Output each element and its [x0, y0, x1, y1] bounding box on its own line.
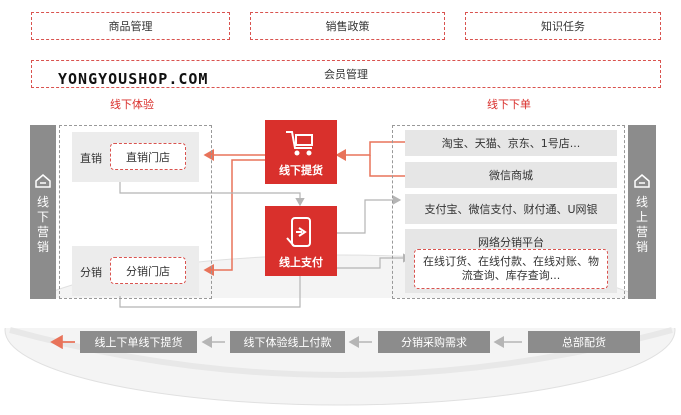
- ecommerce-platforms: 淘宝、天猫、京东、1号店...: [405, 130, 617, 156]
- ecommerce-platforms-label: 淘宝、天猫、京东、1号店...: [441, 137, 581, 150]
- grey-pay-right2: [337, 253, 412, 269]
- offline-order-title: 线下下单: [487, 98, 531, 111]
- online-marketing-bar: 线上营销: [628, 125, 656, 299]
- flow-hq-distribution: 总部配货: [528, 331, 640, 353]
- store-icon-right: [634, 174, 650, 188]
- flow-online-order-offline-pickup: 线上下单线下提货: [80, 331, 197, 353]
- payment-channels: 支付宝、微信支付、财付通、U网银: [405, 194, 617, 224]
- grey-pay-right: [337, 195, 402, 234]
- direct-sales-label: 直销: [80, 152, 102, 165]
- distribution-label: 分销: [80, 266, 102, 279]
- offline-experience-panel: [59, 125, 212, 299]
- distribution-store-box: 分销门店: [110, 257, 186, 284]
- offline-marketing-bar: 线下营销: [30, 125, 56, 299]
- distribution-detail-box: 在线订货、在线付款、在线对账、物流查询、库存查询...: [414, 249, 608, 289]
- offline-order-panel: [392, 125, 625, 299]
- offline-experience-title: 线下体验: [110, 98, 154, 111]
- distribution-store-label: 分销门店: [126, 264, 170, 278]
- watermark-text: YONGYOUSHOP.COM: [58, 70, 209, 88]
- member-management-label: 会员管理: [324, 68, 368, 81]
- flow-hq-distribution-label: 总部配货: [562, 336, 606, 349]
- online-marketing-label: 线上营销: [635, 195, 648, 254]
- direct-store-label: 直销门店: [126, 150, 170, 164]
- online-payment-block: 线上支付: [265, 206, 337, 276]
- flow-offline-experience-online-pay: 线下体验线上付款: [230, 331, 345, 353]
- store-icon: [35, 174, 51, 188]
- phone-payment-icon: [286, 217, 311, 247]
- wechat-mall-label: 微信商城: [489, 169, 533, 182]
- distribution-block: 分销 分销门店: [72, 246, 199, 296]
- knowledge-task-label: 知识任务: [541, 20, 585, 33]
- offline-marketing-label: 线下营销: [36, 195, 49, 254]
- product-management-label: 商品管理: [108, 20, 153, 33]
- flow-distribution-demand: 分销采购需求: [378, 331, 490, 353]
- sales-policy-label: 销售政策: [325, 20, 370, 33]
- offline-pickup-block: 线下提货: [265, 120, 337, 184]
- sales-policy-box: 销售政策: [250, 12, 445, 40]
- arrow-wechat-pickup: [369, 155, 405, 177]
- payment-channels-label: 支付宝、微信支付、财付通、U网银: [424, 203, 598, 216]
- flow-offline-experience-online-pay-label: 线下体验线上付款: [243, 336, 332, 349]
- flow-online-order-offline-pickup-label: 线上下单线下提货: [94, 336, 183, 349]
- knowledge-task-box: 知识任务: [465, 12, 661, 40]
- offline-pickup-label: 线下提货: [279, 164, 323, 177]
- online-payment-label: 线上支付: [279, 256, 323, 269]
- product-management-box: 商品管理: [31, 12, 230, 40]
- direct-store-box: 直销门店: [110, 143, 186, 170]
- distribution-platform-title: 网络分销平台: [478, 236, 544, 249]
- grey-direct-pay: [119, 182, 305, 207]
- arrow-pickup-dist: [203, 159, 265, 276]
- wechat-mall: 微信商城: [405, 162, 617, 188]
- cart-icon: [286, 131, 313, 156]
- member-management-box: 会员管理: [31, 60, 661, 88]
- grey-dist-pay: [119, 276, 301, 308]
- flow-distribution-demand-label: 分销采购需求: [401, 336, 467, 349]
- arrow-taobao-pickup: [335, 141, 405, 161]
- distribution-detail-label: 在线订货、在线付款、在线对账、物流查询、库存查询...: [423, 255, 599, 282]
- direct-sales-block: 直销 直销门店: [72, 132, 199, 182]
